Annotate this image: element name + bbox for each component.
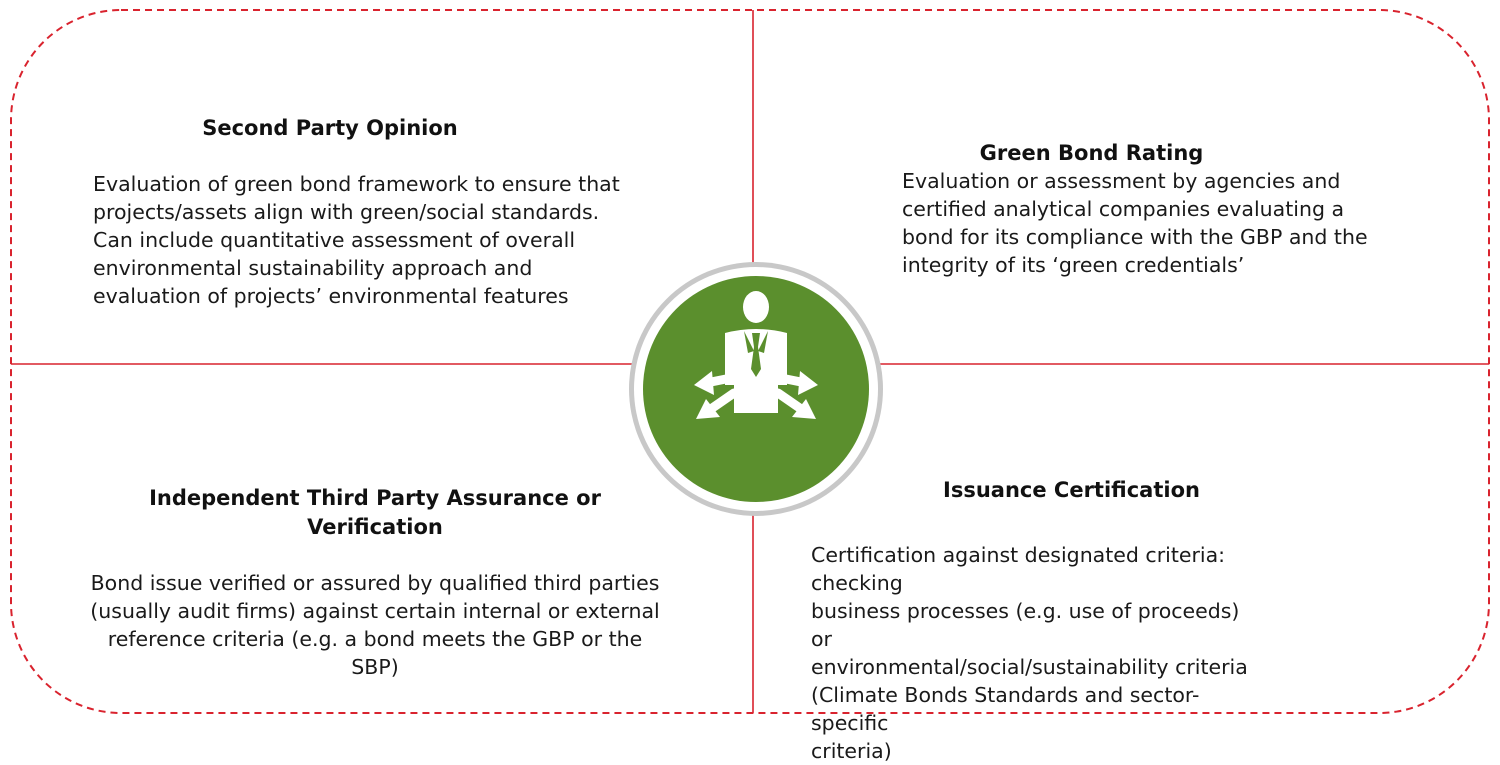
quadrant-title: Second Party Opinion xyxy=(202,116,458,140)
description-line: bond for its compliance with the GBP and… xyxy=(902,225,1368,249)
description-line: Evaluation of green bond framework to en… xyxy=(93,172,620,196)
quadrant-description: Evaluation of green bond framework to en… xyxy=(93,170,653,310)
description-line: projects/assets align with green/social … xyxy=(93,200,600,224)
center-badge xyxy=(629,262,883,516)
description-line: criteria) xyxy=(811,739,892,763)
quadrant-title: Independent Third Party Assurance or Ver… xyxy=(80,484,670,542)
description-line: Certification against designated criteri… xyxy=(811,543,1226,595)
description-line: SBP) xyxy=(351,655,399,679)
title-line: Independent Third Party Assurance or xyxy=(149,486,601,510)
description-line: Evaluation or assessment by agencies and xyxy=(902,169,1341,193)
quadrant-description: Certification against designated criteri… xyxy=(811,541,1261,765)
title-line: Verification xyxy=(307,515,443,539)
description-line: evaluation of projects’ environmental fe… xyxy=(93,284,569,308)
quadrant-title: Issuance Certification xyxy=(943,478,1200,502)
description-line: reference criteria (e.g. a bond meets th… xyxy=(107,627,643,651)
description-line: environmental/social/sustainability crit… xyxy=(811,655,1248,679)
description-line: Can include quantitative assessment of o… xyxy=(93,228,576,252)
description-line: (usually audit firms) against certain in… xyxy=(90,599,660,623)
description-line: Bond issue verified or assured by qualif… xyxy=(90,571,660,595)
quadrant-description: Bond issue verified or assured by qualif… xyxy=(60,569,690,681)
description-line: business processes (e.g. use of proceeds… xyxy=(811,599,1240,651)
description-line: environmental sustainability approach an… xyxy=(93,256,533,280)
quadrant-title: Green Bond Rating xyxy=(979,141,1204,165)
quadrant-description: Evaluation or assessment by agencies and… xyxy=(902,167,1372,279)
description-line: integrity of its ‘green credentials’ xyxy=(902,253,1245,277)
description-line: certified analytical companies evaluatin… xyxy=(902,197,1345,221)
person-with-arrows-icon xyxy=(694,291,818,419)
dashed-rounded-border xyxy=(10,9,1490,714)
description-line: (Climate Bonds Standards and sector-spec… xyxy=(811,683,1200,735)
